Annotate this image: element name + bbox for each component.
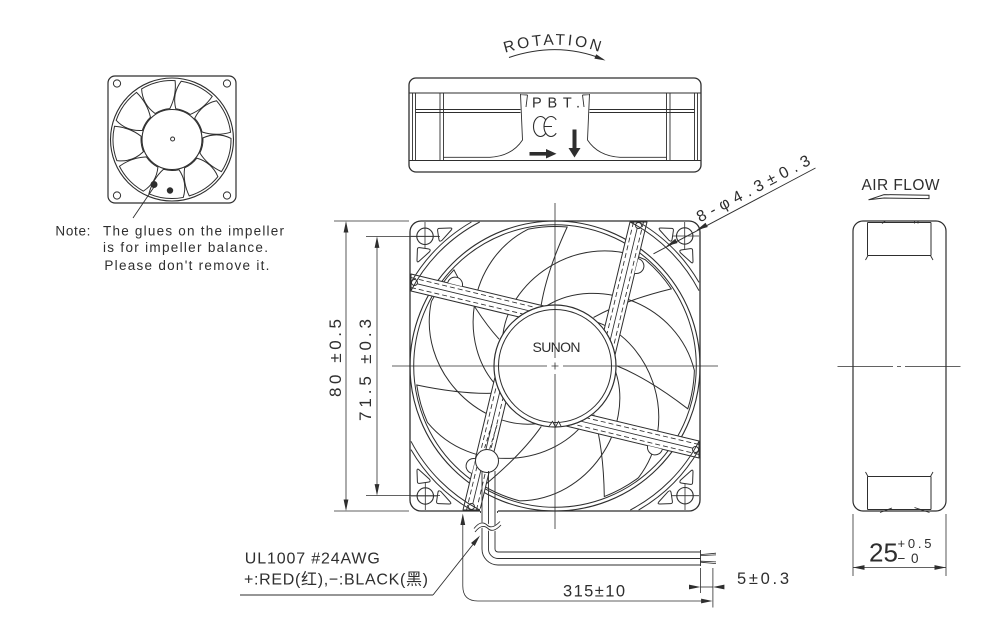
svg-text:5±0.3: 5±0.3 bbox=[737, 570, 789, 588]
svg-text:+0.5: +0.5 bbox=[898, 536, 932, 551]
svg-text:The glues on the impeller: The glues on the impeller bbox=[103, 223, 285, 238]
svg-text:25: 25 bbox=[869, 538, 898, 568]
svg-text:SUNON: SUNON bbox=[533, 339, 582, 355]
svg-text:Note:: Note: bbox=[55, 223, 90, 238]
svg-text:315±10: 315±10 bbox=[563, 583, 625, 601]
svg-text:71.5 ±0.3: 71.5 ±0.3 bbox=[356, 319, 375, 421]
svg-text:+:RED(红),−:BLACK(黑): +:RED(红),−:BLACK(黑) bbox=[244, 571, 428, 589]
svg-text:is for impeller balance.: is for impeller balance. bbox=[103, 240, 268, 255]
svg-text:UL1007 #24AWG: UL1007 #24AWG bbox=[245, 551, 380, 568]
svg-text:AIR FLOW: AIR FLOW bbox=[862, 177, 940, 194]
svg-text:Please don't remove it.: Please don't remove it. bbox=[104, 258, 269, 273]
